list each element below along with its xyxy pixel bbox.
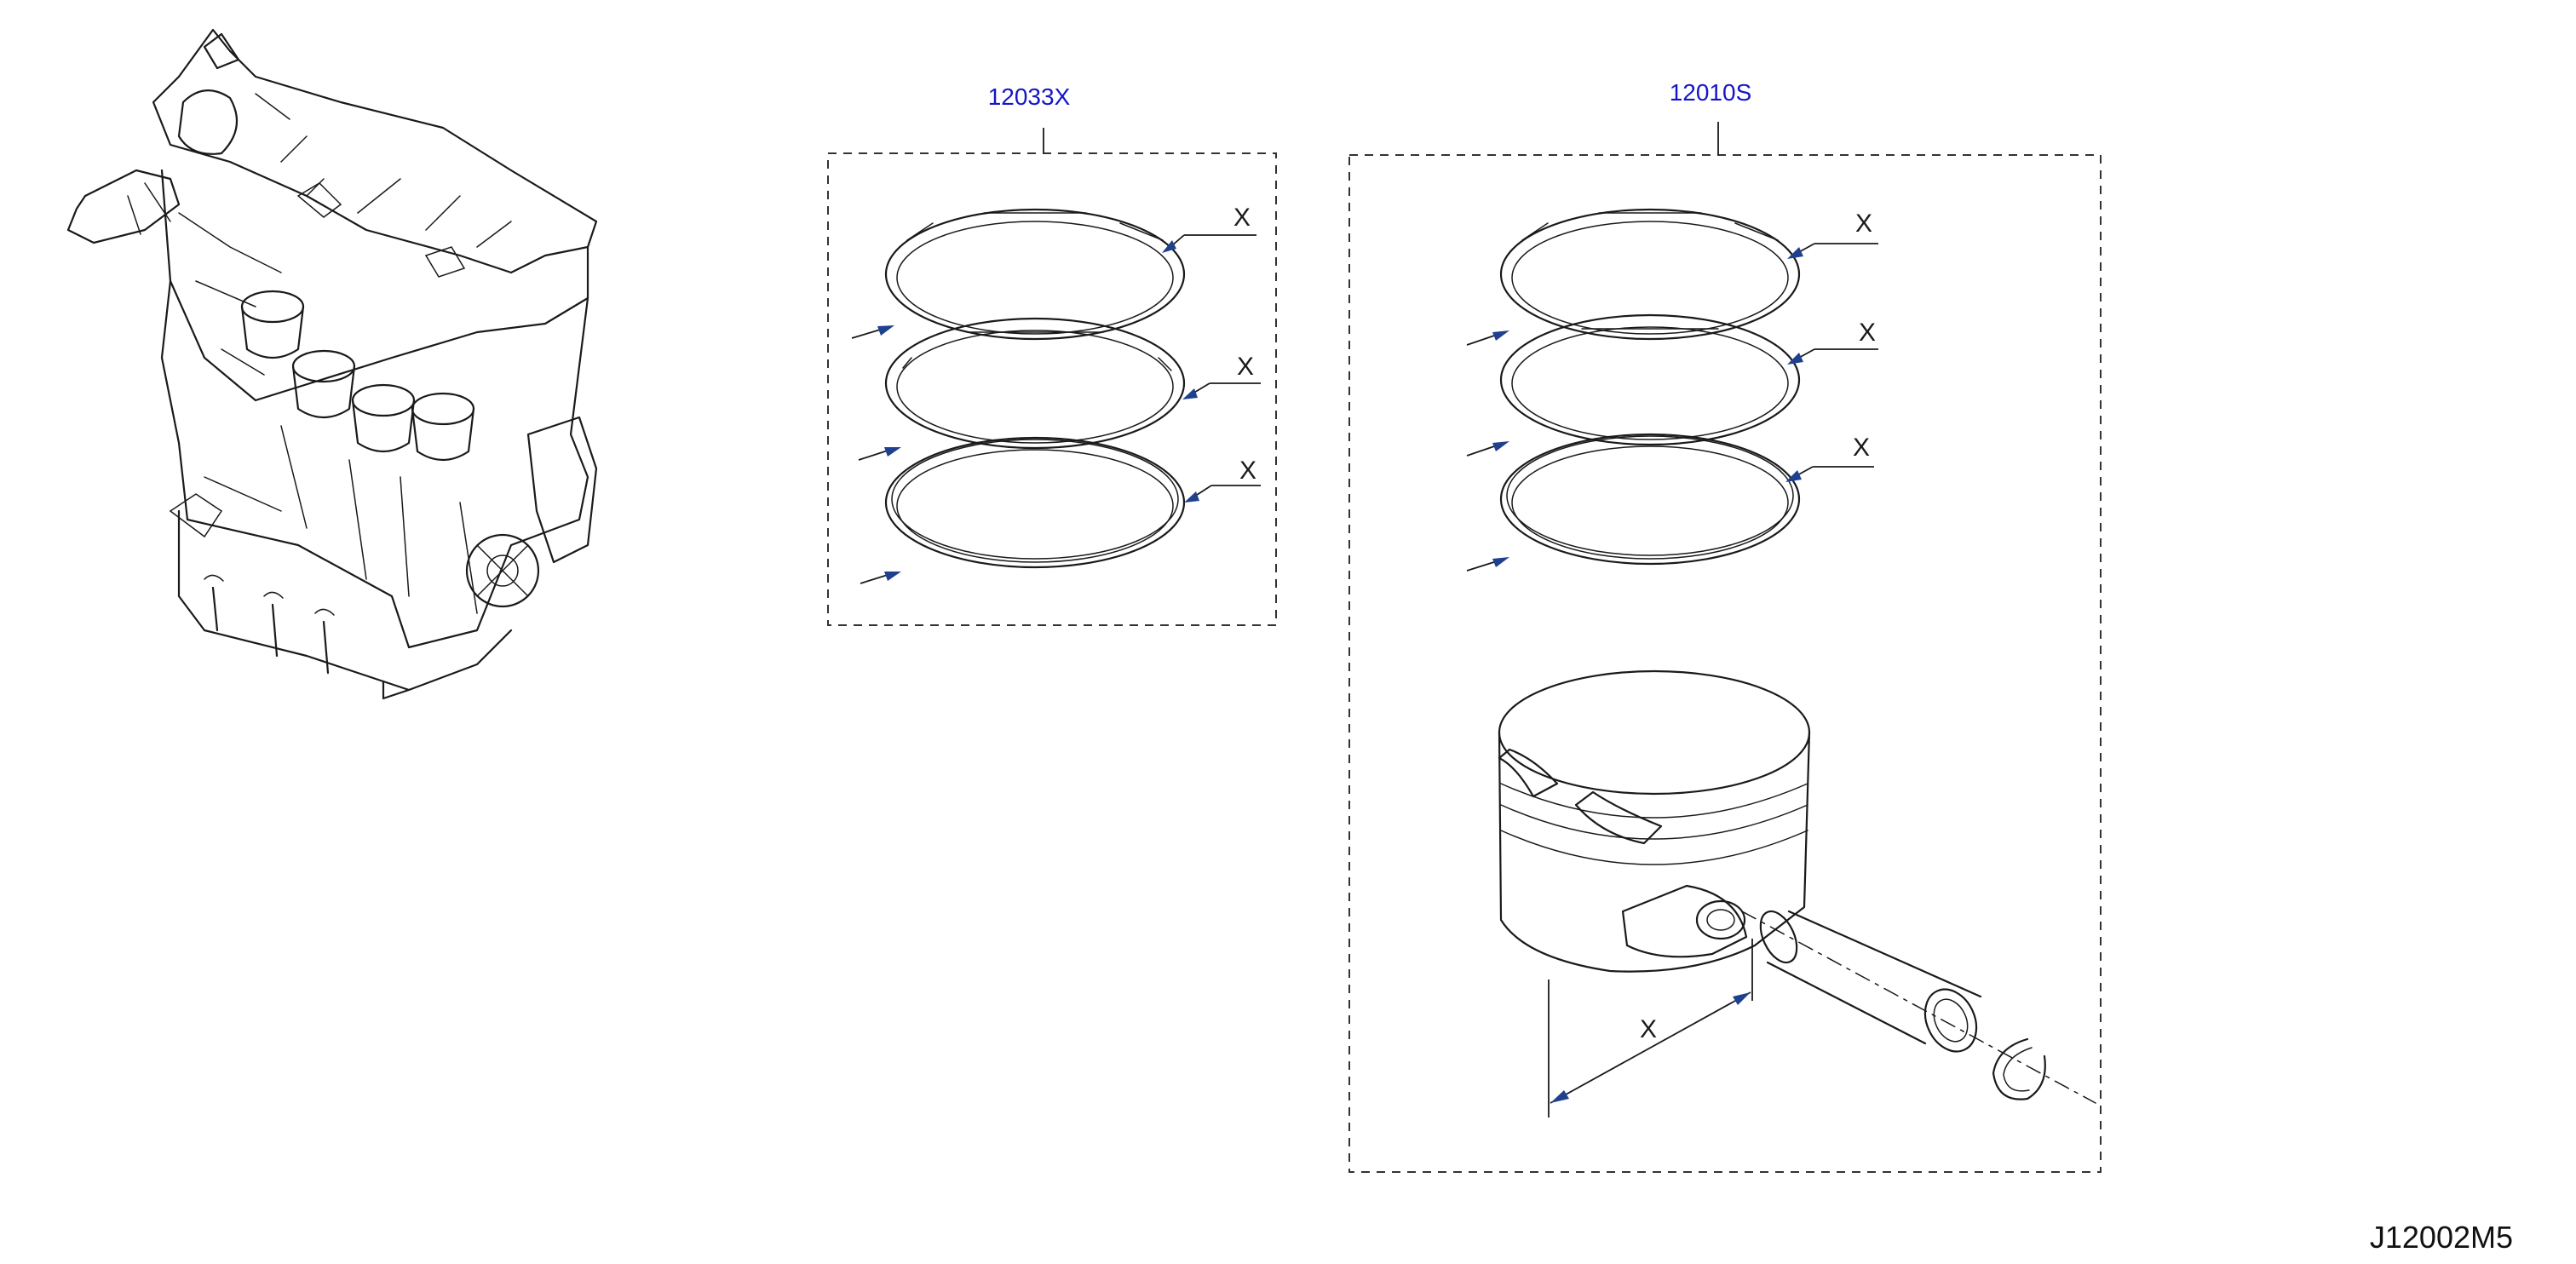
piston-ring-second: [1499, 313, 1801, 446]
ring-oil-x-marker: X: [1853, 434, 1870, 462]
ring-set-frame: [827, 152, 1277, 626]
piston-ring-oil: [1499, 433, 1801, 566]
piston-ring-top: [1499, 208, 1801, 341]
ring-oil-x-marker: X: [1239, 457, 1256, 485]
snap-ring-icon: [1992, 1037, 2046, 1100]
piston-pin-icon: [1759, 910, 1982, 1053]
ring-top-x-marker: X: [1233, 204, 1251, 232]
piston-assembly-group: 12010S X X X: [1348, 79, 2102, 1173]
figure-id: J12002M5: [2370, 1220, 2513, 1255]
ring-second-x-marker: X: [1237, 353, 1254, 381]
ring-second-x-marker: X: [1859, 319, 1876, 347]
dimension-x-marker: X: [1640, 1015, 1657, 1043]
piston-ring-second: [884, 317, 1186, 450]
piston-icon: [1498, 669, 1811, 973]
ring-top-x-marker: X: [1855, 210, 1872, 238]
engine-illustration: [66, 28, 598, 700]
ring-set-group: 12033X X X: [827, 83, 1277, 626]
piston-assembly-frame: [1348, 154, 2102, 1173]
piston-assembly-part-number[interactable]: 12010S: [1670, 79, 1752, 106]
piston-ring-top: [884, 208, 1186, 341]
piston-ring-oil: [884, 436, 1186, 569]
ring-set-part-number[interactable]: 12033X: [988, 83, 1071, 110]
